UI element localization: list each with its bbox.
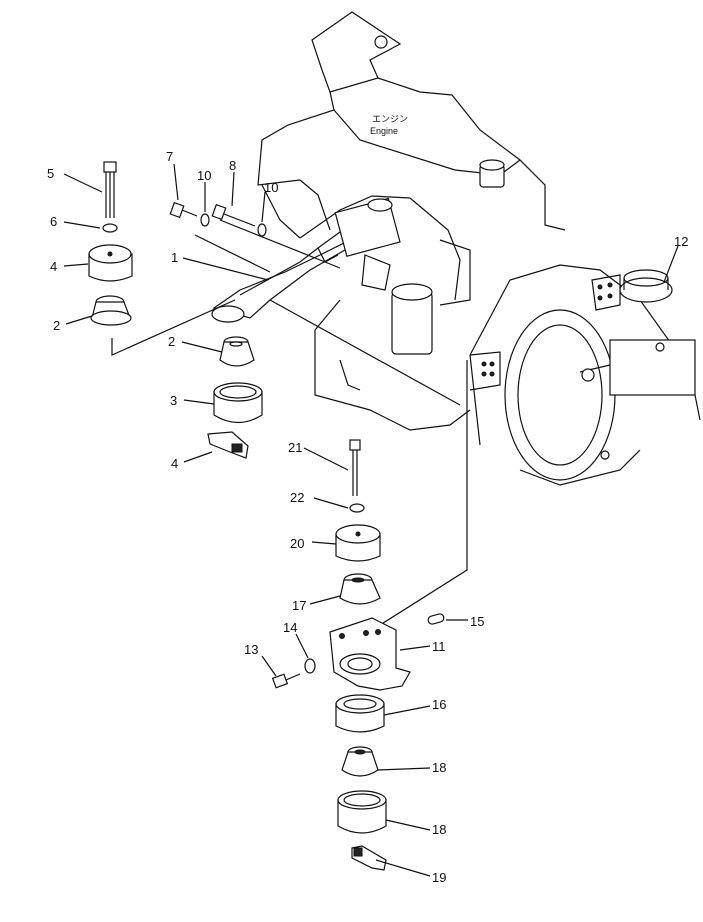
callout-18: 18 [432, 822, 446, 837]
callout-15: 15 [470, 614, 484, 629]
washer-part-10b [257, 223, 267, 237]
bracket-part-11 [329, 617, 411, 691]
washer-part-7 [102, 223, 118, 233]
sleeve-part-3 [213, 382, 263, 424]
cap-part-5 [88, 244, 133, 282]
cushion-part-2-upper [90, 295, 132, 326]
bolt-part-8 [169, 201, 198, 219]
callout-14: 14 [283, 620, 297, 635]
callout-20: 20 [290, 536, 304, 551]
callout-17: 17 [292, 598, 306, 613]
callout-13: 13 [244, 642, 258, 657]
bolt-part-13 [271, 673, 301, 689]
leader-lines [63, 163, 679, 877]
washer-part-22 [349, 503, 365, 513]
bracket-part-1 [211, 197, 461, 406]
sleeve-part-18 [337, 790, 387, 834]
callout-11: 11 [432, 639, 446, 654]
callout-10: 10 [264, 180, 278, 195]
callout-4: 4 [171, 456, 178, 471]
callout-22: 22 [290, 490, 304, 505]
cap-part-20 [335, 524, 381, 562]
transmission-housing [469, 264, 701, 486]
callout-16: 16 [432, 697, 446, 712]
engine-label-jp: エンジン [372, 114, 408, 124]
callout-10: 10 [197, 168, 211, 183]
cushion-part-17-upper [339, 573, 381, 605]
bolt-part-6 [103, 161, 117, 218]
callout-1: 1 [171, 250, 178, 265]
callout-21: 21 [288, 440, 302, 455]
engine-label-en: Engine [370, 126, 398, 136]
stopper-part-4 [207, 431, 249, 459]
engine-body [257, 11, 566, 431]
callout-7: 6 [50, 214, 57, 229]
callout-6: 5 [47, 166, 54, 181]
callout-9: 8 [229, 158, 236, 173]
pin-part-15 [427, 613, 445, 625]
leader-frame-lines [111, 234, 468, 626]
bolt-part-9 [211, 203, 341, 269]
callout-17: 18 [432, 760, 446, 775]
callout-5: 4 [50, 259, 57, 274]
callout-2: 2 [168, 334, 175, 349]
washer-part-10a [200, 213, 210, 227]
cushion-part-17-lower [341, 746, 379, 777]
bolt-part-21 [349, 439, 361, 496]
cushion-part-2-lower [219, 336, 255, 367]
callout-8: 7 [166, 149, 173, 164]
sleeve-part-16 [335, 694, 385, 733]
callout-3: 3 [170, 393, 177, 408]
callout-12: 12 [674, 234, 688, 249]
callout-2: 2 [53, 318, 60, 333]
washer-part-14 [304, 658, 316, 674]
callout-19: 19 [432, 870, 446, 885]
stopper-part-19 [351, 845, 387, 871]
